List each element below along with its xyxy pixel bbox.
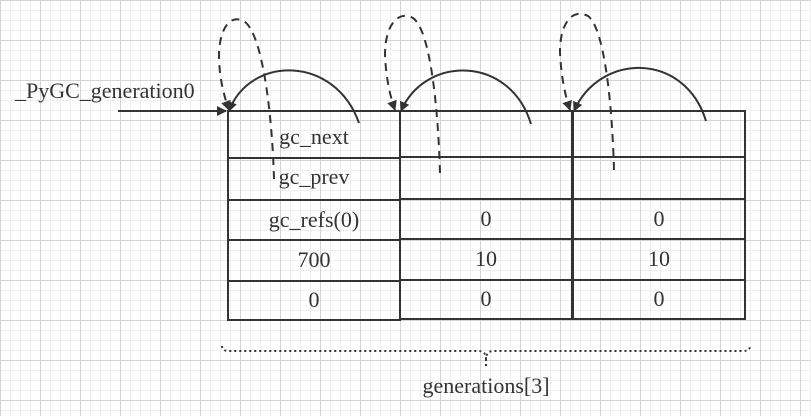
gc-refs-cell: 0	[481, 206, 492, 231]
generation-2-outline	[572, 110, 746, 320]
gc-prev-cell: gc_prev	[279, 164, 350, 189]
threshold-cell: 10	[475, 246, 497, 271]
gc-prev-self-arrow	[383, 14, 441, 174]
count-cell: 0	[654, 286, 665, 311]
gc-refs-cell: gc_refs(0)	[269, 207, 359, 232]
gc-prev-self-arrow	[217, 18, 275, 180]
generation-2-block: 0 10 0	[572, 110, 746, 320]
brace-label: generations[3]	[422, 373, 549, 398]
gc-next-self-arrow	[399, 69, 532, 125]
gc-next-self-arrow	[227, 69, 360, 124]
gc-prev-self-arrow	[558, 12, 615, 171]
pointer-label: _PyGC_generation0	[14, 78, 195, 103]
gc-next-self-arrow	[573, 66, 707, 122]
count-cell: 0	[309, 287, 320, 312]
generation-1-block: 0 10 0	[399, 110, 573, 320]
count-cell: 0	[481, 286, 492, 311]
threshold-cell: 700	[298, 247, 331, 272]
gc-next-cell: gc_next	[279, 124, 349, 149]
generations-brace	[221, 345, 751, 360]
generation-0-block: gc_next gc_prev gc_refs(0) 700 0	[227, 110, 401, 321]
threshold-cell: 10	[648, 246, 670, 271]
gc-refs-cell: 0	[654, 206, 665, 231]
